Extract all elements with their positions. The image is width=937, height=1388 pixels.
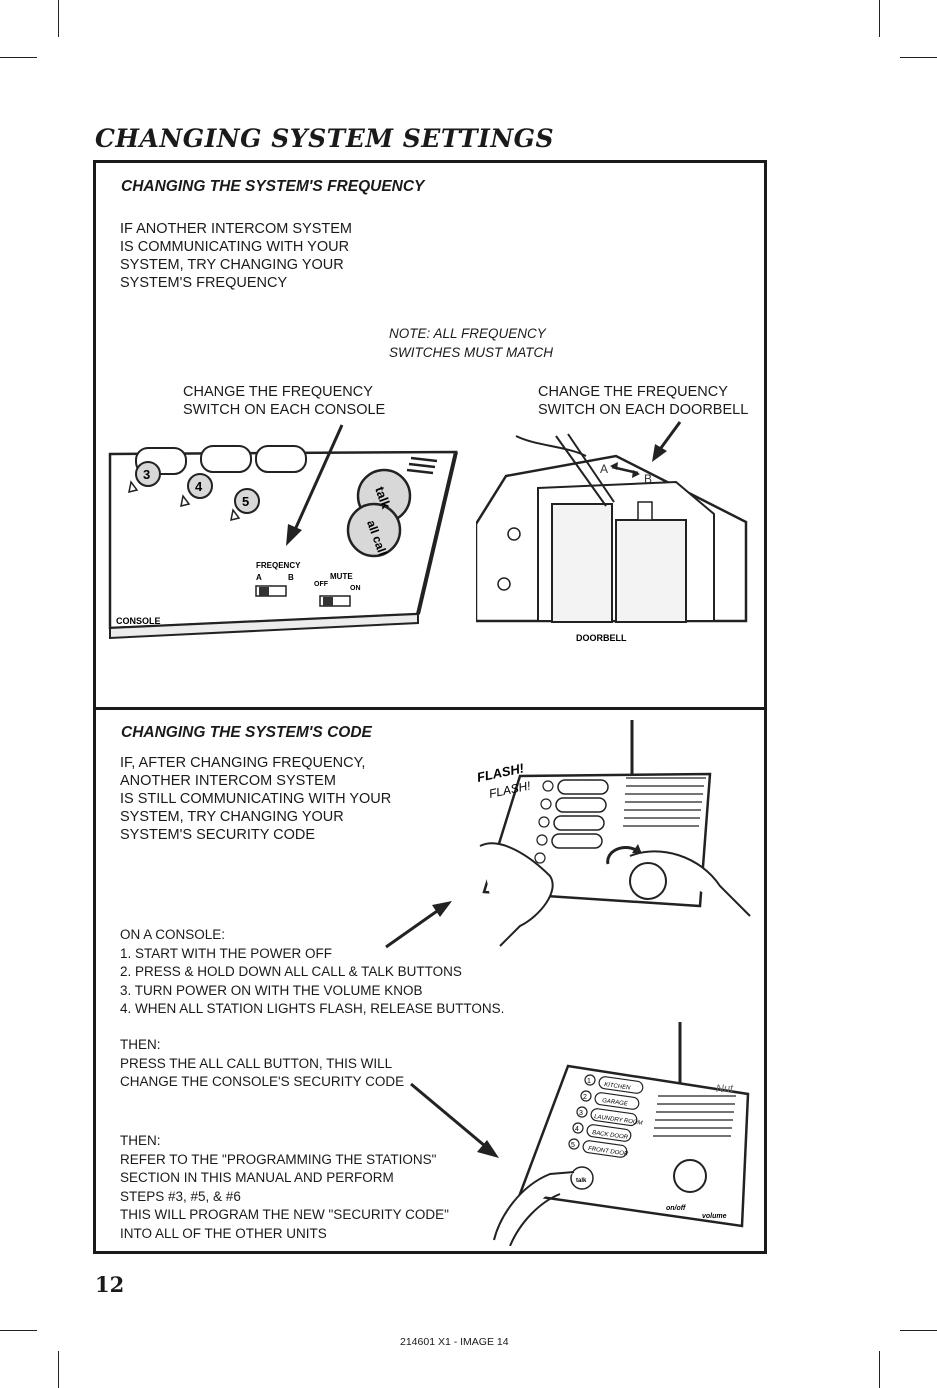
- page-title: CHANGING SYSTEM SETTINGS: [95, 124, 555, 153]
- crop-mark: [879, 0, 880, 37]
- crop-mark: [58, 1351, 59, 1388]
- crop-mark: [0, 57, 37, 58]
- crop-mark: [0, 1330, 37, 1331]
- crop-mark: [58, 0, 59, 37]
- console-button-5: 5: [242, 494, 249, 509]
- then-pointer-arrow: [410, 1082, 499, 1158]
- console-instruction: CHANGE THE FREQUENCY SWITCH ON EACH CONS…: [183, 384, 386, 418]
- section-divider: [93, 707, 767, 710]
- code-intro: IF, AFTER CHANGING FREQUENCY, ANOTHER IN…: [120, 755, 392, 843]
- brand-logo: Nut: [716, 1083, 734, 1095]
- station-label-kitchen: KITCHEN: [604, 1082, 632, 1092]
- station-number-1: 1: [587, 1078, 591, 1085]
- frequency-switch-label: FREQENCY: [256, 561, 301, 570]
- doorbell-caption: DOORBELL: [576, 633, 627, 643]
- console-pointer-arrow: [286, 424, 344, 546]
- flashing-console-illustration: FLASH! FLASH!: [476, 720, 751, 947]
- crop-mark: [879, 1351, 880, 1388]
- crop-mark: [900, 57, 937, 58]
- mute-on-label: ON: [350, 585, 361, 592]
- talk-button-label: talk: [372, 485, 394, 512]
- frequency-intro: IF ANOTHER INTERCOM SYSTEM IS COMMUNICAT…: [120, 221, 353, 291]
- then-step-1: THEN: PRESS THE ALL CALL BUTTON, THIS WI…: [120, 1037, 405, 1089]
- doorbell-pointer-arrow: [652, 421, 682, 462]
- mute-switch-label: MUTE: [330, 572, 353, 581]
- page-number: 12: [95, 1272, 125, 1297]
- console-button-4: 4: [195, 479, 203, 494]
- frequency-heading: CHANGING THE SYSTEM'S FREQUENCY: [121, 178, 425, 195]
- station-number-3: 3: [579, 1110, 583, 1117]
- doorbell-switch-a: A: [600, 462, 608, 476]
- steps-pointer-arrow: [385, 901, 452, 949]
- station-number-4: 4: [575, 1126, 579, 1133]
- station-number-5: 5: [571, 1142, 575, 1149]
- station-label-garage: GARAGE: [602, 1098, 629, 1108]
- doorbell-illustration: A B DOORBELL: [476, 433, 748, 643]
- station-label-back-door: BACK DOOR: [592, 1130, 629, 1141]
- console-button-3: 3: [143, 467, 150, 482]
- station-buttons: [568, 1074, 596, 1150]
- frequency-b-label: B: [288, 573, 294, 582]
- crop-mark: [900, 1330, 937, 1331]
- talk-label: talk: [576, 1178, 587, 1184]
- volume-label: volume: [702, 1213, 727, 1220]
- station-number-2: 2: [583, 1094, 587, 1101]
- console-caption: CONSOLE: [116, 616, 161, 626]
- footer-code: 214601 X1 - IMAGE 14: [400, 1336, 509, 1348]
- then-step-2: THEN: REFER TO THE "PROGRAMMING THE STAT…: [120, 1133, 449, 1241]
- frequency-note: NOTE: ALL FREQUENCY SWITCHES MUST MATCH: [389, 326, 553, 360]
- on-off-label: on/off: [666, 1205, 686, 1212]
- console-illustration: 3 4 5 talk all call FREQENCY A B MUTE OF…: [108, 445, 458, 640]
- labeled-console-illustration: 1 2 3 4 5 KITCHEN GARAGE LAUNDRY ROOM BA…: [493, 1022, 750, 1246]
- doorbell-instruction: CHANGE THE FREQUENCY SWITCH ON EACH DOOR…: [538, 384, 749, 418]
- doorbell-switch-b: B: [644, 472, 652, 486]
- frequency-a-label: A: [256, 573, 262, 582]
- code-heading: CHANGING THE SYSTEM'S CODE: [121, 724, 372, 741]
- console-steps: ON A CONSOLE: 1. START WITH THE POWER OF…: [120, 927, 505, 1016]
- station-label-front-door: FRONT DOOR: [588, 1146, 629, 1158]
- mute-off-label: OFF: [314, 581, 329, 588]
